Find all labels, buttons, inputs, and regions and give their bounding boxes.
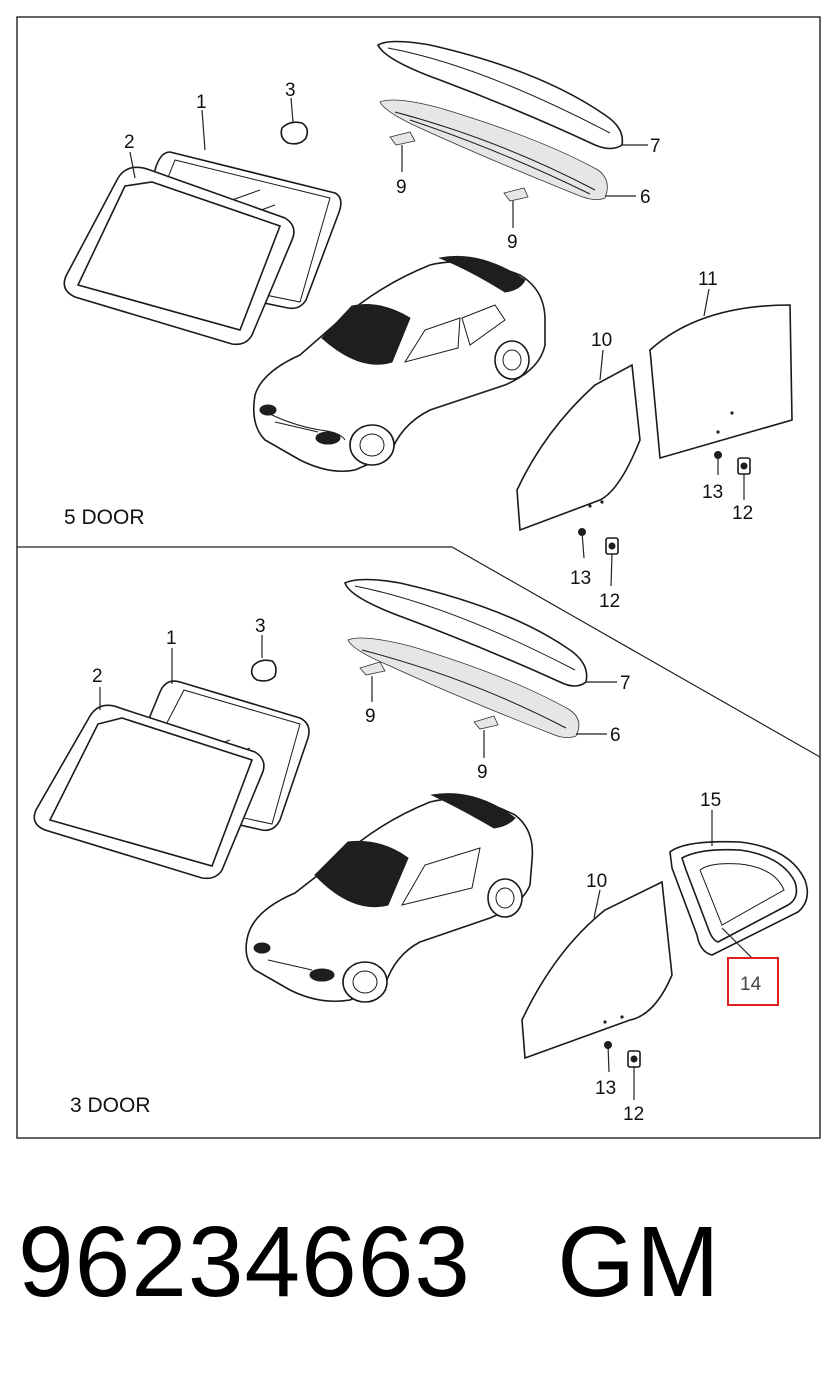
bolt-13 (714, 451, 722, 475)
part-number: 96234663 (18, 1206, 471, 1318)
callout: 9 (396, 177, 407, 198)
callout: 12 (623, 1104, 644, 1125)
callout: 7 (620, 673, 631, 694)
front-door-glass (516, 363, 641, 532)
clip-3 (280, 121, 309, 145)
clip-9b (503, 187, 529, 202)
callout: 13 (595, 1078, 616, 1099)
clip-9b (473, 715, 499, 730)
callout: 2 (124, 132, 135, 153)
clip-3 (250, 659, 277, 682)
part-number-caption: 96234663 GM (18, 1212, 720, 1312)
callout: 3 (255, 616, 266, 637)
callout: 7 (650, 136, 661, 157)
clip-9 (359, 661, 386, 676)
highlighted-callout: 14 (740, 974, 762, 995)
bolt-13 (604, 1041, 612, 1073)
brand-name: GM (557, 1206, 721, 1318)
callout: 10 (586, 871, 607, 892)
callout: 1 (166, 628, 177, 649)
callout: 13 (570, 568, 591, 589)
callout: 10 (591, 330, 612, 351)
door-glass (521, 880, 673, 1060)
clip-12 (627, 1050, 641, 1068)
car-3-door (245, 793, 534, 1003)
section-label-5-door: 5 DOOR (64, 506, 145, 529)
clip-12 (737, 457, 751, 475)
clip-9 (389, 131, 416, 146)
section-divider (17, 546, 821, 758)
section-5-door: 1 2 3 7 9 6 9 11 10 13 12 13 12 5 DOOR (63, 40, 793, 612)
car-5-door (252, 255, 546, 473)
callout: 6 (610, 725, 621, 746)
section-label-3-door: 3 DOOR (70, 1094, 151, 1117)
callout: 9 (477, 762, 488, 783)
callout: 15 (700, 790, 721, 811)
callout: 13 (702, 482, 723, 503)
callout: 12 (732, 503, 753, 524)
callout: 9 (507, 232, 518, 253)
callout: 3 (285, 80, 296, 101)
callout: 11 (698, 269, 718, 290)
rear-glass (347, 637, 580, 738)
parts-diagram: 1 2 3 7 9 6 9 11 10 13 12 13 12 5 DOOR (16, 16, 821, 1139)
quarter-window (669, 840, 809, 956)
diagram-frame (16, 16, 821, 1139)
callout: 1 (196, 92, 207, 113)
callout: 9 (365, 706, 376, 727)
callout: 6 (640, 187, 651, 208)
windshield-molding (63, 166, 295, 346)
bolt-13b (578, 528, 586, 559)
rear-door-glass (649, 304, 793, 460)
windshield-molding (33, 704, 265, 880)
callout: 2 (92, 666, 103, 687)
section-3-door: 1 2 3 7 9 6 9 15 10 14 13 12 3 DOOR (33, 578, 809, 1125)
highlight-box (727, 957, 779, 1006)
rear-glass (379, 99, 608, 200)
callout: 12 (599, 591, 620, 612)
clip-12b (605, 537, 619, 555)
